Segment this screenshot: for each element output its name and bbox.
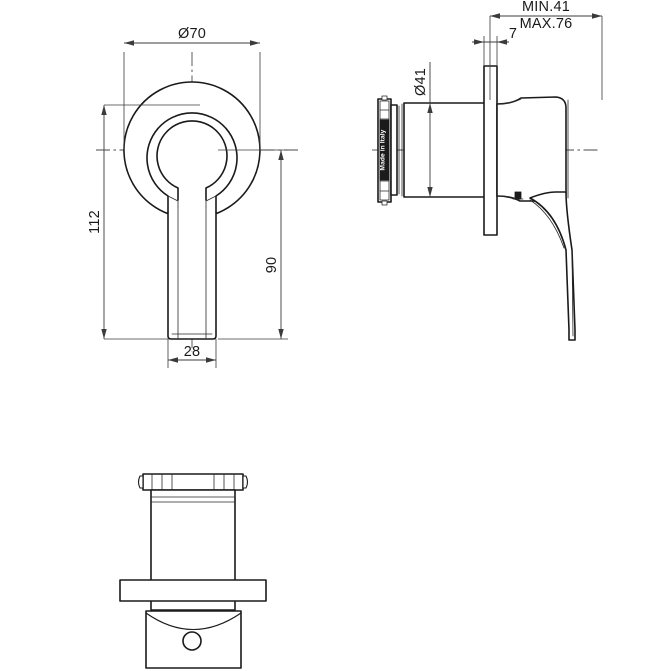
dim-minmax-arrow-right (592, 13, 602, 19)
dim-d70-label: Ø70 (178, 26, 206, 42)
dim-90-arrow-bottom (278, 329, 284, 339)
side-cap-shoulder (390, 104, 398, 196)
dimension-min-max-depth: MIN.41 MAX.76 (489, 0, 603, 100)
side-cap-nub-top (381, 95, 388, 101)
bottom-cap-right-end (242, 475, 249, 489)
side-cap-nub-bottom (381, 200, 388, 206)
side-view: Made in Italy MIN.41 MAX (372, 0, 603, 341)
side-lever-blade-inner-line (571, 249, 574, 337)
dim-112-arrow-top (101, 105, 107, 115)
dim-28-label: 28 (184, 344, 201, 360)
front-handle-ring-outer (146, 112, 238, 213)
front-left-chamfer (167, 195, 179, 208)
front-lever-stem-outline (167, 211, 217, 340)
dim-7-arrow-left (474, 39, 484, 45)
front-lever-stem-fill (168, 200, 216, 339)
bottom-housing-dome (145, 612, 242, 630)
bottom-port-hole (182, 631, 202, 651)
side-handle-hub (496, 96, 567, 202)
front-handle-ring-inner (156, 120, 228, 201)
dimension-total-height: 112 (87, 104, 200, 340)
dim-max-depth-label: MAX.76 (520, 16, 573, 32)
side-hub-contour-top (499, 98, 522, 105)
dimension-outer-diameter: Ø70 (123, 26, 261, 150)
dim-d70-arrow-left (124, 40, 134, 46)
bottom-housing-block (145, 610, 242, 669)
side-set-screw (514, 191, 522, 200)
side-lever-blade-back-curve (529, 199, 565, 249)
dim-28-arrow-right (206, 357, 216, 363)
dimension-plate-thickness: 7 (472, 26, 517, 66)
dim-7-arrow-right (497, 39, 507, 45)
dim-min-depth-label: MIN.41 (522, 0, 570, 15)
dimension-lever-width: 28 (167, 339, 217, 368)
dim-d41-arrow-bottom (427, 187, 433, 197)
dim-90-arrow-top (278, 150, 284, 160)
dimension-barrel-diameter: Ø41 (413, 62, 433, 197)
bottom-cap-body (142, 473, 244, 491)
side-barrel-body (403, 102, 491, 198)
side-lever-blade (529, 191, 576, 341)
bottom-flange-plate (119, 579, 267, 602)
bottom-cap-left-end (137, 475, 144, 489)
front-view: Ø70 112 90 28 (87, 26, 300, 368)
bottom-view (119, 473, 267, 669)
dim-7-label: 7 (509, 26, 517, 42)
dim-minmax-arrow-left (490, 13, 500, 19)
dim-d70-arrow-right (250, 40, 260, 46)
side-wall-plate-flange (483, 65, 498, 236)
dim-112-arrow-bottom (101, 329, 107, 339)
dimension-lower-height: 90 (218, 149, 288, 340)
front-right-chamfer (205, 195, 217, 208)
dim-d41-label: Ø41 (413, 68, 429, 96)
made-in-italy-badge (379, 119, 390, 181)
dim-28-arrow-left (168, 357, 178, 363)
made-in-italy-label: Made in Italy (380, 129, 387, 170)
dim-d41-arrow-top (427, 103, 433, 113)
dim-112-label: 112 (87, 210, 103, 234)
dim-90-label: 90 (264, 257, 280, 274)
